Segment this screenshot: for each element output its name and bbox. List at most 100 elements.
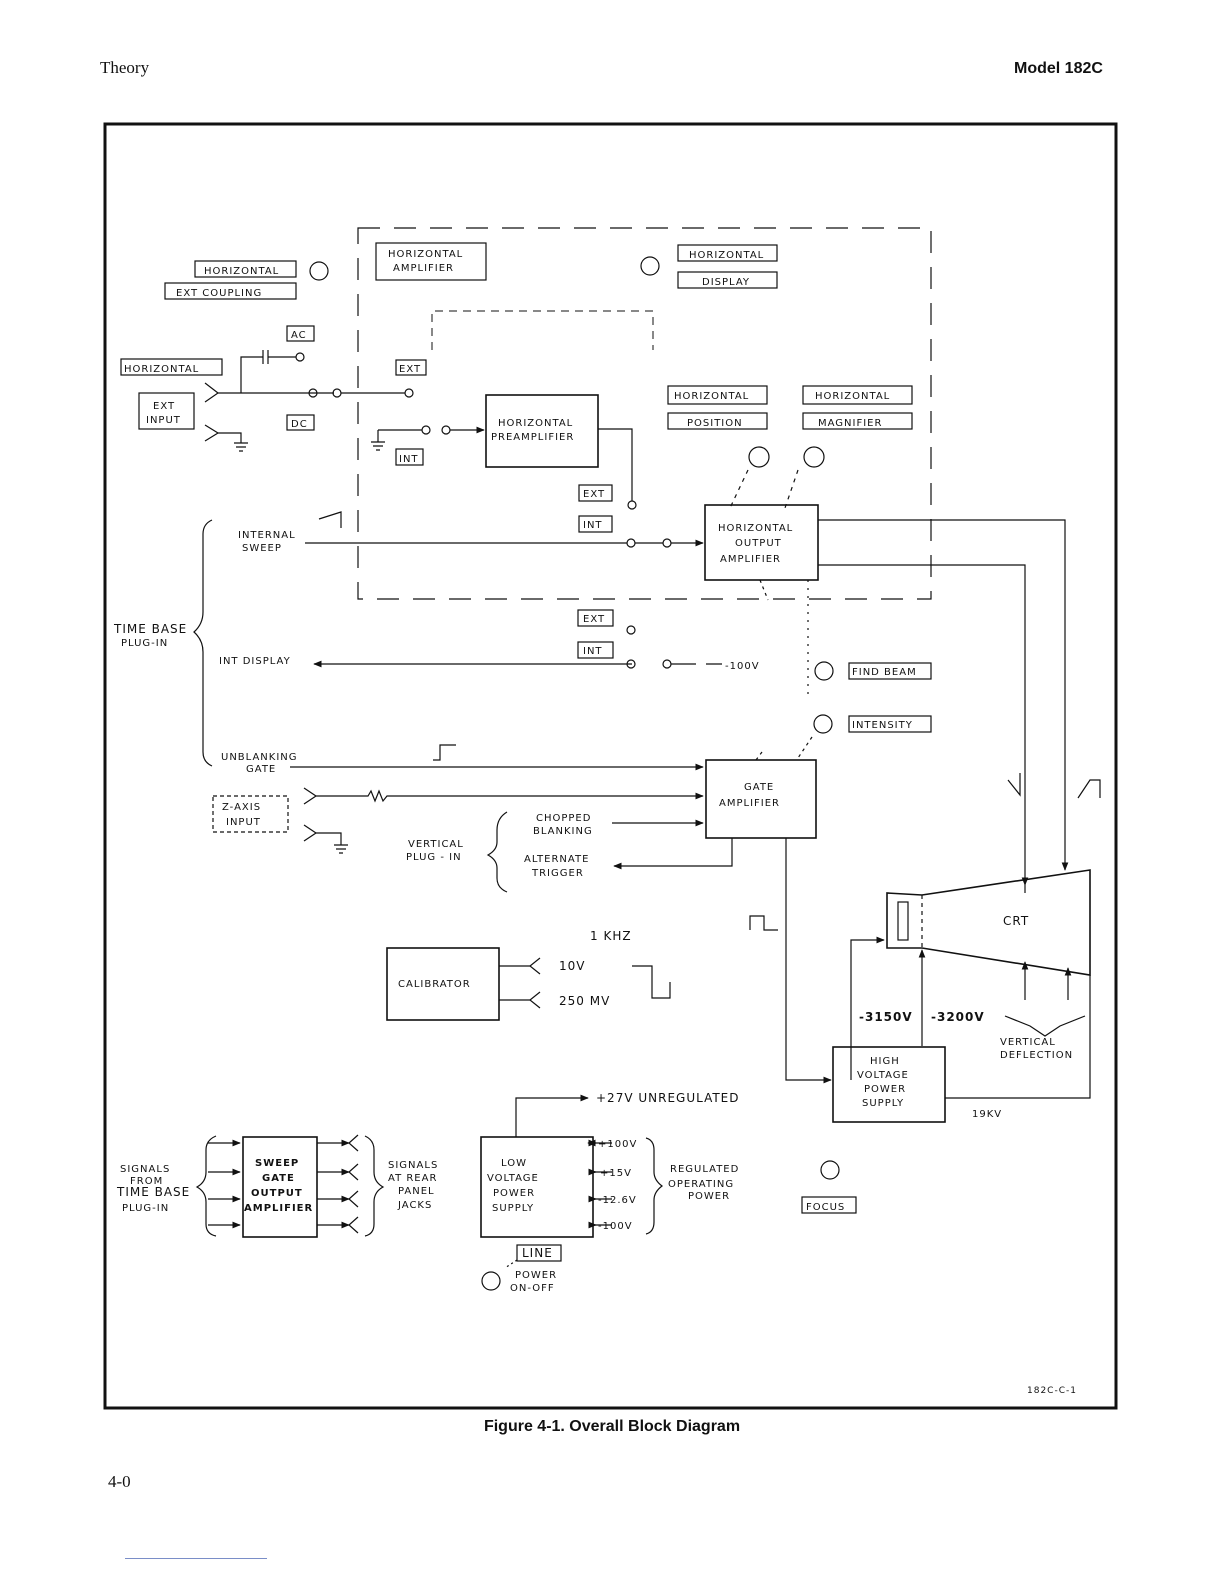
- high-voltage-power-supply-box: [832, 1046, 946, 1123]
- ext-switch-2-label: EXT: [583, 489, 605, 500]
- minus-100v-label: -100V: [725, 661, 760, 672]
- horizontal-input-label: HORIZONTAL: [124, 364, 199, 375]
- horizontal-amplifier-label: HORIZONTAL: [388, 249, 463, 260]
- hv-supply-label: VOLTAGE: [857, 1070, 909, 1081]
- horizontal-position-label-box-2: [667, 412, 768, 430]
- focus-knob[interactable]: [820, 1160, 840, 1180]
- vertical-plugin-label: VERTICAL: [408, 839, 464, 850]
- horizontal-display-label-box-2: [677, 271, 778, 289]
- sweep-gate-label: GATE: [262, 1173, 295, 1184]
- display-knob[interactable]: [640, 256, 660, 276]
- preamp-label: HORIZONTAL: [498, 418, 573, 429]
- ext-coupling-label: EXT COUPLING: [176, 288, 262, 299]
- crt-outline: [886, 869, 1091, 976]
- int-switch-1-label: INT: [399, 454, 419, 465]
- output-amp-label: HORIZONTAL: [718, 523, 793, 534]
- ext-switch-2-box: [578, 484, 613, 502]
- dc-label: DC: [291, 419, 308, 430]
- vertical-deflection-label: DEFLECTION: [1000, 1050, 1073, 1061]
- chopped-label: BLANKING: [533, 826, 593, 837]
- ext-input-label: EXT: [153, 401, 175, 412]
- line-label-box: [516, 1244, 562, 1262]
- horizontal-amplifier-region: [357, 227, 932, 600]
- power-label: ON-OFF: [510, 1283, 555, 1294]
- cal-10v-label: 10V: [559, 959, 585, 973]
- v3150-label: -3150V: [859, 1010, 913, 1024]
- page-number: 4-0: [108, 1472, 131, 1491]
- horizontal-coupling-label-box: [194, 260, 297, 278]
- z-axis-input-box: [212, 795, 289, 833]
- position-knob[interactable]: [748, 446, 770, 468]
- hv-supply-label: POWER: [864, 1084, 906, 1095]
- alternate-label: TRIGGER: [531, 868, 584, 879]
- vertical-plugin-label: PLUG - IN: [406, 852, 462, 863]
- intensity-label: INTENSITY: [852, 720, 913, 731]
- dashed-internal-link: [431, 310, 654, 350]
- gate-amp-label: AMPLIFIER: [719, 798, 780, 809]
- figure-code: 182C-C-1: [1027, 1386, 1077, 1396]
- low-voltage-power-supply-box: [480, 1136, 594, 1238]
- ext-switch-1-label: EXT: [399, 364, 421, 375]
- find-beam-label: FIND BEAM: [852, 667, 917, 678]
- horizontal-display-label: HORIZONTAL: [689, 250, 764, 261]
- ext-input-label: INPUT: [146, 415, 181, 426]
- time-base-label: PLUG-IN: [121, 638, 168, 649]
- ext-switch-1-box: [395, 359, 427, 376]
- signals-rear-label: AT REAR: [388, 1173, 437, 1184]
- hv-supply-label: SUPPLY: [862, 1098, 904, 1109]
- unblanking-label: GATE: [246, 764, 276, 775]
- intensity-label-box: [848, 715, 932, 733]
- magnifier-knob[interactable]: [803, 446, 825, 468]
- regulated-label: OPERATING: [668, 1179, 734, 1190]
- coupling-knob[interactable]: [309, 261, 329, 281]
- rail-12v-label: -12.6V: [598, 1195, 637, 1206]
- power-switch[interactable]: [481, 1271, 501, 1291]
- focus-label-box: [801, 1196, 857, 1214]
- horizontal-coupling-label: HORIZONTAL: [204, 266, 279, 277]
- horizontal-amplifier-label: AMPLIFIER: [393, 263, 454, 274]
- cal-250mv-label: 250 MV: [559, 994, 610, 1008]
- crt-label: CRT: [1003, 914, 1029, 928]
- ext-switch-3-label: EXT: [583, 614, 605, 625]
- v19kv-label: 19KV: [972, 1109, 1002, 1120]
- power-label: POWER: [515, 1270, 557, 1281]
- sweep-gate-label: SWEEP: [255, 1158, 299, 1169]
- lv-supply-label: VOLTAGE: [487, 1173, 539, 1184]
- figure-frame: [103, 122, 1118, 1410]
- ext-switch-3-box: [577, 609, 614, 627]
- chopped-label: CHOPPED: [536, 813, 591, 824]
- signals-rear-label: PANEL: [398, 1186, 435, 1197]
- position-label: POSITION: [687, 418, 743, 429]
- rail-15v-label: +15V: [600, 1168, 632, 1179]
- v3200-label: -3200V: [931, 1010, 985, 1024]
- signals-from-label: PLUG-IN: [122, 1203, 169, 1214]
- int-display-label: INT DISPLAY: [219, 656, 291, 667]
- signals-rear-label: SIGNALS: [388, 1160, 438, 1171]
- internal-sweep-label: INTERNAL: [238, 530, 296, 541]
- horizontal-magnifier-label-box-2: [802, 412, 913, 430]
- unregulated-label: +27V UNREGULATED: [596, 1091, 740, 1105]
- magnifier-label: HORIZONTAL: [815, 391, 890, 402]
- regulated-label: POWER: [688, 1191, 730, 1202]
- sweep-gate-label: AMPLIFIER: [244, 1203, 313, 1214]
- ac-label: AC: [291, 330, 307, 341]
- intensity-knob[interactable]: [813, 714, 833, 734]
- alternate-label: ALTERNATE: [524, 854, 589, 865]
- figure-caption: Figure 4-1. Overall Block Diagram: [483, 1418, 741, 1435]
- display-label: DISPLAY: [702, 277, 750, 288]
- hv-supply-label: HIGH: [870, 1056, 900, 1067]
- gate-amplifier-box: [705, 759, 817, 839]
- lv-supply-label: SUPPLY: [492, 1203, 534, 1214]
- horizontal-amplifier-box: [375, 242, 487, 281]
- signals-from-label: SIGNALS: [120, 1164, 170, 1175]
- focus-label: FOCUS: [806, 1202, 845, 1213]
- ext-coupling-label-box: [164, 282, 297, 300]
- horizontal-position-label-box-1: [667, 385, 768, 405]
- int-switch-3-label: INT: [583, 646, 603, 657]
- preamp-label: PREAMPLIFIER: [491, 432, 574, 443]
- z-axis-label: Z-AXIS: [222, 802, 261, 813]
- signals-rear-label: JACKS: [397, 1200, 432, 1211]
- vertical-deflection-label: VERTICAL: [1000, 1037, 1056, 1048]
- find-beam-button[interactable]: [814, 661, 834, 681]
- output-amp-label: AMPLIFIER: [720, 554, 781, 565]
